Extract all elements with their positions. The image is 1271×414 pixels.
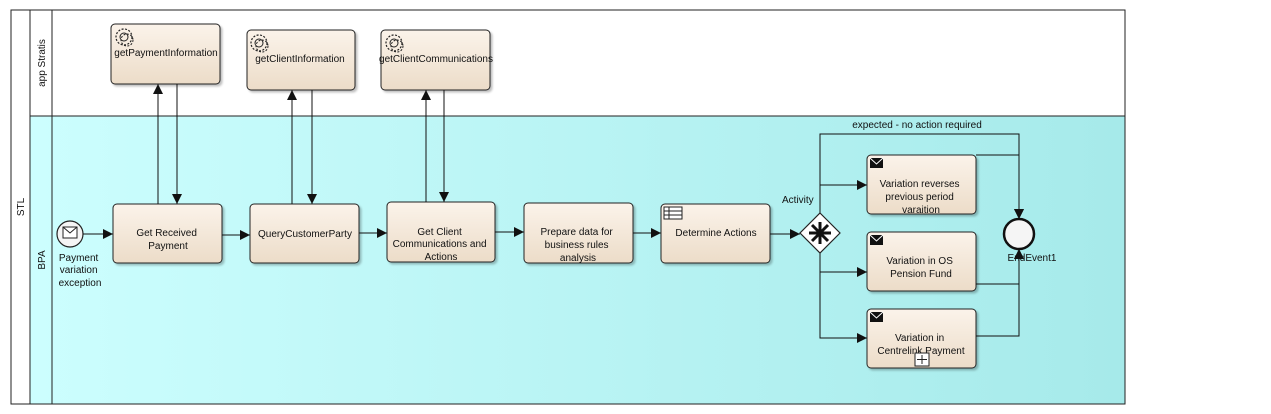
- task-label: Variation in Centrelink Payment: [877, 333, 964, 357]
- task-variation-os-pension[interactable]: [866, 231, 977, 292]
- task-label: QueryCustomerParty: [258, 229, 352, 240]
- gear-icon: [250, 34, 269, 53]
- start-event-label: Payment variation exception: [59, 253, 102, 289]
- start-event[interactable]: [56, 220, 84, 248]
- pool-label: STL: [16, 197, 27, 216]
- end-event[interactable]: [1002, 217, 1036, 251]
- end-event-label: EndEvent1: [1008, 253, 1057, 264]
- gear-icon: [115, 28, 134, 47]
- gear-icon: [385, 34, 404, 53]
- gateway-label: Activity: [782, 195, 814, 206]
- service-label-1: getPaymentInformation: [114, 48, 217, 59]
- service-task-get-client-communications[interactable]: [380, 29, 491, 91]
- task-label: Variation reverses previous period varai…: [880, 179, 963, 216]
- lane-bottom-label: BPA: [37, 250, 48, 270]
- subprocess-marker-icon: [914, 352, 930, 367]
- flow-label-expected: expected - no action required: [852, 120, 982, 131]
- envelope-icon: [869, 234, 884, 245]
- complex-gateway[interactable]: [799, 212, 841, 254]
- flow-gateway-to-v3: [819, 253, 867, 343]
- envelope-icon: [869, 311, 884, 322]
- lane-top-label: app Stratis: [37, 39, 48, 87]
- task-label: Get Client Communications and Actions: [393, 227, 490, 263]
- task-label: Get Received Payment: [136, 228, 199, 252]
- task-label: Variation in OS Pension Fund: [886, 256, 955, 280]
- table-icon: [663, 206, 683, 220]
- task-label: Determine Actions: [675, 228, 756, 239]
- sequence-flows: [83, 84, 1024, 343]
- flow-v1-to-end: [976, 154, 1024, 219]
- service-task-get-payment-information[interactable]: [110, 23, 221, 85]
- task-label: Prepare data for business rules analysis: [540, 227, 615, 264]
- service-label-3: getClientCommunications: [379, 54, 493, 65]
- service-label-2: getClientInformation: [255, 54, 345, 65]
- envelope-icon: [869, 157, 884, 168]
- service-task-get-client-information[interactable]: [246, 29, 356, 91]
- flow-v3-to-end: [976, 249, 1024, 337]
